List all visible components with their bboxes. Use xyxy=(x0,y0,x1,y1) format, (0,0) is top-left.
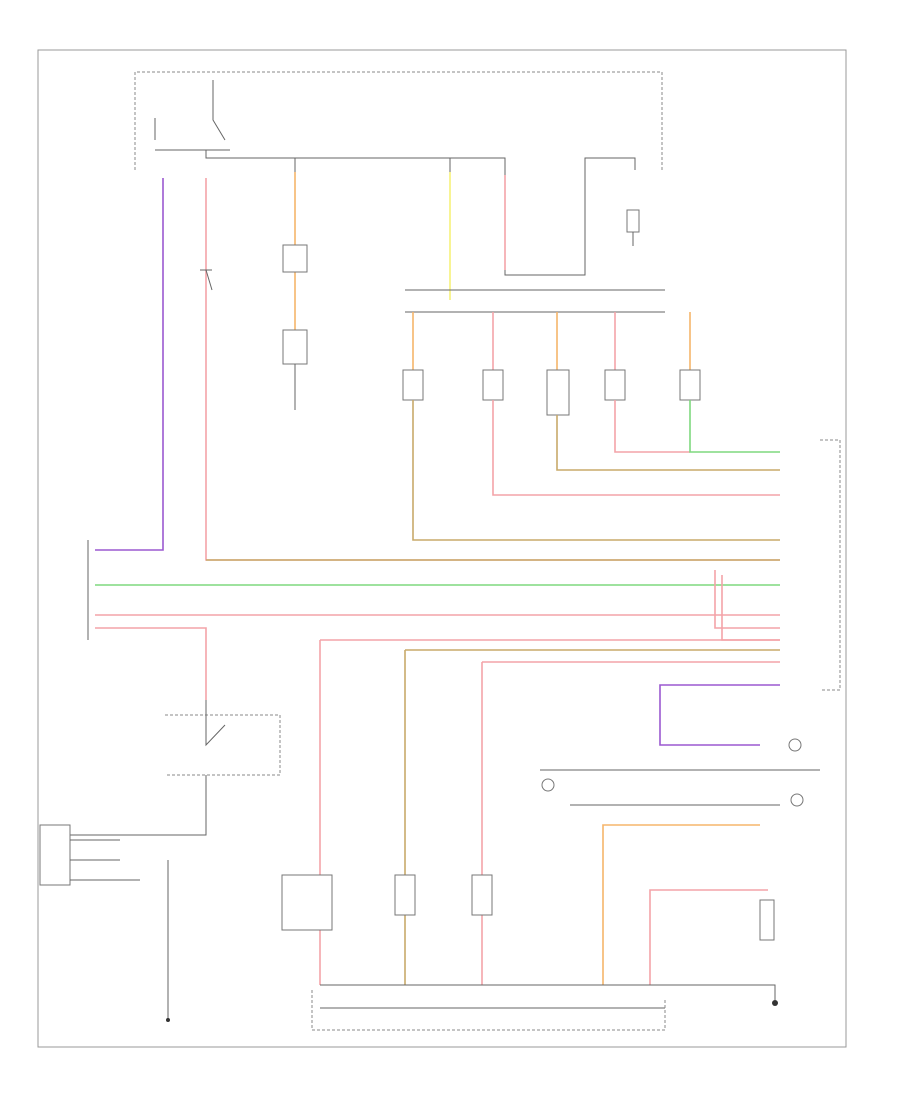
tail-lamp-sensor xyxy=(626,209,640,233)
right-connector-block xyxy=(820,439,841,691)
instrument-panel-wires xyxy=(540,769,820,806)
left-ground-block xyxy=(39,824,71,886)
diagram-frame xyxy=(37,49,847,1048)
right-component-box xyxy=(759,899,775,941)
tail-lamp-relay xyxy=(154,80,230,151)
bulb-icon-right xyxy=(788,738,802,752)
pink-wire-drop-right xyxy=(714,570,780,629)
pink-wire-long-2 xyxy=(95,627,207,700)
lamp-box-5 xyxy=(679,369,701,401)
green-wire-5 xyxy=(689,400,780,453)
pink-wire-4 xyxy=(614,400,690,453)
relay-box-upper xyxy=(282,244,308,273)
pink-wire-bottom-right xyxy=(649,889,768,985)
bulb-icon-left xyxy=(541,778,555,792)
top-bus-wire xyxy=(205,150,636,276)
violet-wire-right xyxy=(659,684,780,746)
junction-bar xyxy=(405,289,665,313)
bottom-ground-bus xyxy=(320,984,776,1000)
orange-wire-bottom-right xyxy=(602,824,760,985)
switch-contact xyxy=(205,700,226,747)
stop-lamp-switch xyxy=(200,269,213,291)
combination-switch xyxy=(165,714,281,776)
lamp-box-2 xyxy=(482,369,504,401)
left-ground-wire xyxy=(40,775,207,836)
lamp-box-1 xyxy=(402,369,424,401)
top-relay-enclosure xyxy=(134,71,663,170)
tan-wire-1 xyxy=(412,400,780,541)
left-ground-leads xyxy=(70,839,140,881)
lamp-box-3 xyxy=(546,369,570,416)
ground-bottom-right-icon xyxy=(772,1000,778,1006)
ground-bottom-left-icon xyxy=(166,1018,170,1022)
lamp-box-4 xyxy=(604,369,626,401)
violet-wire-left xyxy=(95,178,164,551)
tan-wire-3 xyxy=(556,415,780,471)
component-box-2 xyxy=(394,874,416,916)
component-box-1 xyxy=(281,874,333,931)
module-box-lower xyxy=(282,329,308,365)
bottom-center-block xyxy=(311,990,666,1031)
pink-wire-2 xyxy=(492,400,780,496)
bulb-icon-mid xyxy=(790,793,804,807)
component-box-3 xyxy=(471,874,493,916)
